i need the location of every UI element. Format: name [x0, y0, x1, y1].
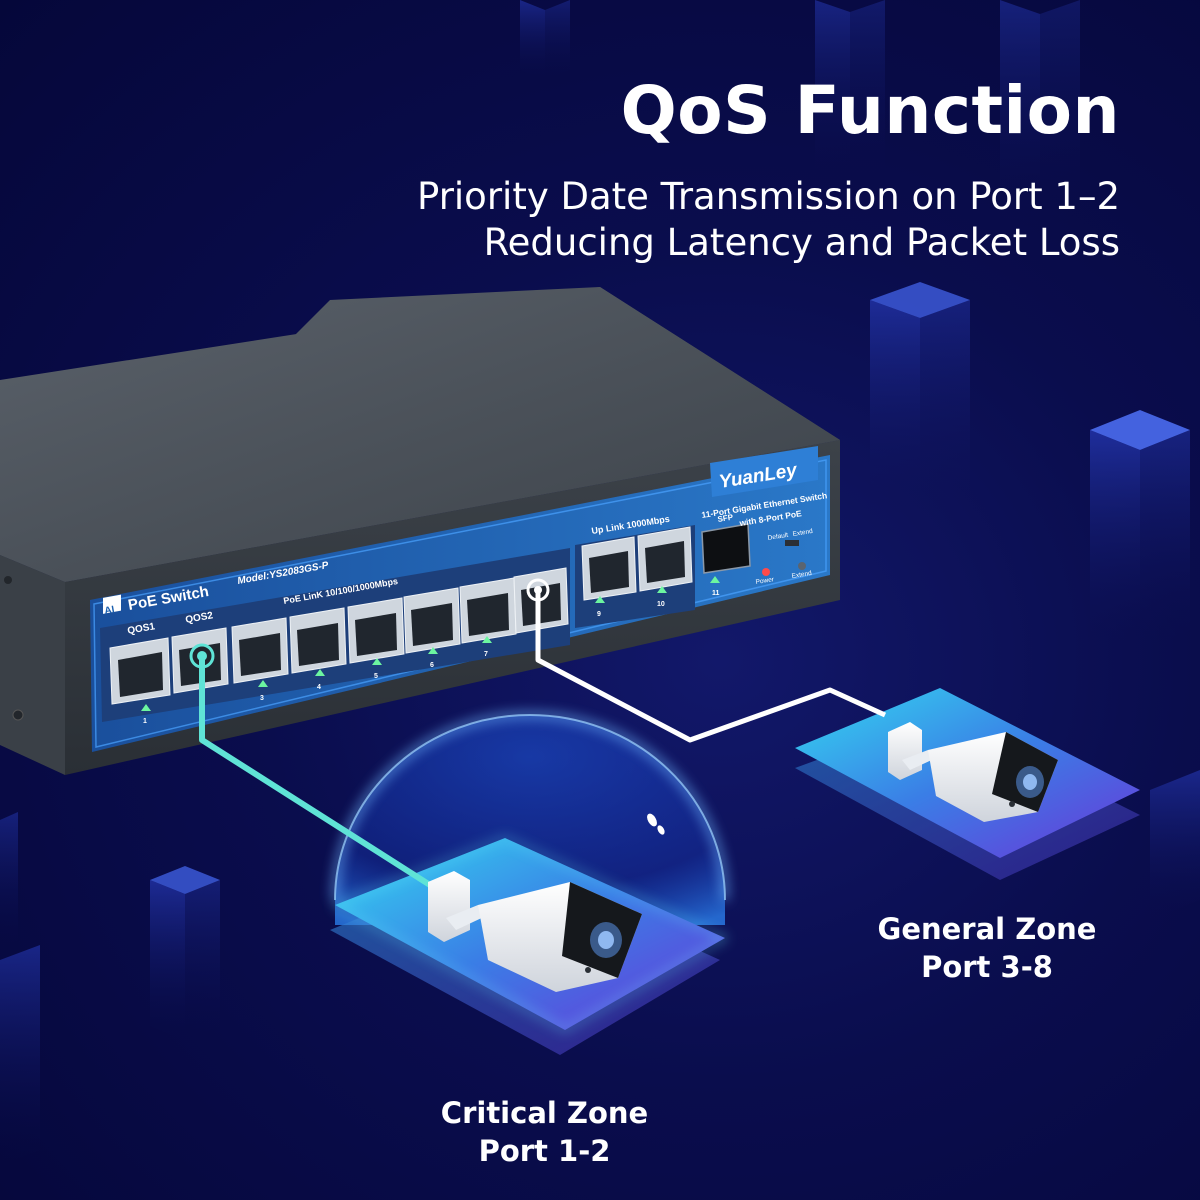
critical-zone-label: Critical Zone Port 1-2: [412, 1094, 677, 1170]
port-number: 6: [430, 662, 434, 669]
poe-switch: [0, 287, 840, 775]
port-number: 7: [484, 651, 488, 658]
port-number: 1: [143, 718, 147, 725]
general-zone-cable: [535, 590, 887, 743]
general-zone-ports: Port 3-8: [921, 950, 1053, 984]
critical-zone-ports: Port 1-2: [478, 1134, 611, 1168]
headline-block: QoS Function Priority Date Transmission …: [417, 78, 1120, 266]
critical-zone-cable: [199, 656, 432, 888]
critical-zone-camera: [428, 871, 642, 992]
sfp-label: SFP: [717, 513, 734, 524]
general-zone-camera: [888, 722, 1058, 822]
port-number: 4: [317, 684, 321, 691]
extend-switch-label: Extend: [792, 528, 813, 538]
qos2-label: QOS2: [185, 610, 215, 626]
ai-badge: AI: [104, 604, 116, 617]
subtitle-line-2: Reducing Latency and Packet Loss: [483, 221, 1120, 264]
port-number: 11: [712, 590, 720, 597]
general-zone-title: General Zone: [877, 912, 1097, 946]
general-zone-label: General Zone Port 3-8: [862, 910, 1112, 986]
port-number: 10: [657, 601, 665, 608]
qos1-label: QOS1: [127, 621, 157, 637]
port-number: 9: [597, 611, 601, 618]
port-number: 5: [374, 673, 378, 680]
subtitle-line-1: Priority Date Transmission on Port 1–2: [417, 175, 1120, 218]
page-title: QoS Function: [620, 72, 1120, 149]
extend-led-label: Extend: [791, 570, 812, 580]
sfp-port: [701, 523, 751, 574]
background-towers: [0, 0, 1200, 1165]
port-numbers: 1 3 4 5 6 7 9 10 11: [143, 590, 720, 725]
critical-zone-title: Critical Zone: [440, 1096, 649, 1130]
default-label: Default: [767, 532, 789, 542]
power-led-label: Power: [755, 576, 775, 586]
port-number: 3: [260, 695, 264, 702]
subtitle: Priority Date Transmission on Port 1–2 R…: [417, 174, 1120, 266]
